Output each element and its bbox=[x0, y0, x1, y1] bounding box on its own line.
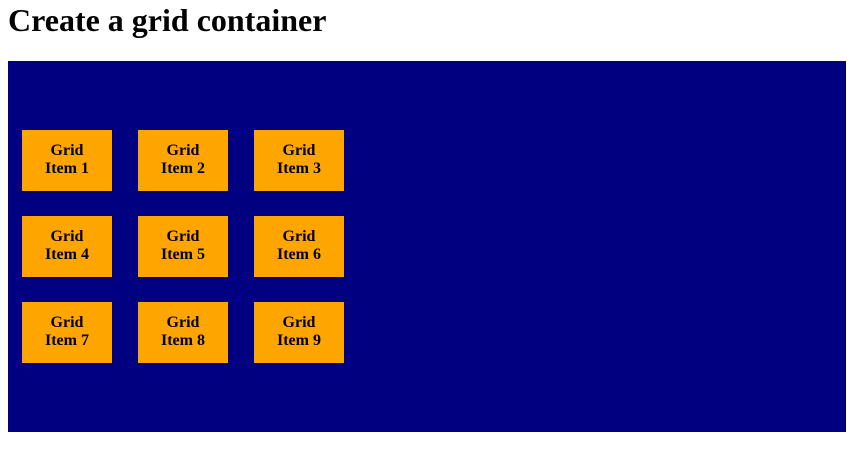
grid-container: Grid Item 1 Grid Item 2 Grid Item 3 Grid… bbox=[8, 60, 846, 432]
grid-item-4-label: Grid Item 4 bbox=[45, 227, 89, 264]
grid-item-9-label: Grid Item 9 bbox=[277, 313, 321, 350]
grid-item-7: Grid Item 7 bbox=[22, 301, 112, 363]
grid-item-3: Grid Item 3 bbox=[254, 129, 344, 191]
grid-item-3-label: Grid Item 3 bbox=[277, 141, 321, 178]
grid-item-8-label: Grid Item 8 bbox=[161, 313, 205, 350]
grid-item-2: Grid Item 2 bbox=[138, 129, 228, 191]
grid-item-1-label: Grid Item 1 bbox=[45, 141, 89, 178]
grid-item-6: Grid Item 6 bbox=[254, 215, 344, 277]
grid-item-4: Grid Item 4 bbox=[22, 215, 112, 277]
page-title: Create a grid container bbox=[8, 2, 327, 38]
grid-item-2-label: Grid Item 2 bbox=[161, 141, 205, 178]
grid-item-6-label: Grid Item 6 bbox=[277, 227, 321, 264]
grid-item-1: Grid Item 1 bbox=[22, 129, 112, 191]
grid-item-5-label: Grid Item 5 bbox=[161, 227, 205, 264]
grid-item-7-label: Grid Item 7 bbox=[45, 313, 89, 350]
grid-item-5: Grid Item 5 bbox=[138, 215, 228, 277]
grid-item-9: Grid Item 9 bbox=[254, 301, 344, 363]
grid-item-8: Grid Item 8 bbox=[138, 301, 228, 363]
